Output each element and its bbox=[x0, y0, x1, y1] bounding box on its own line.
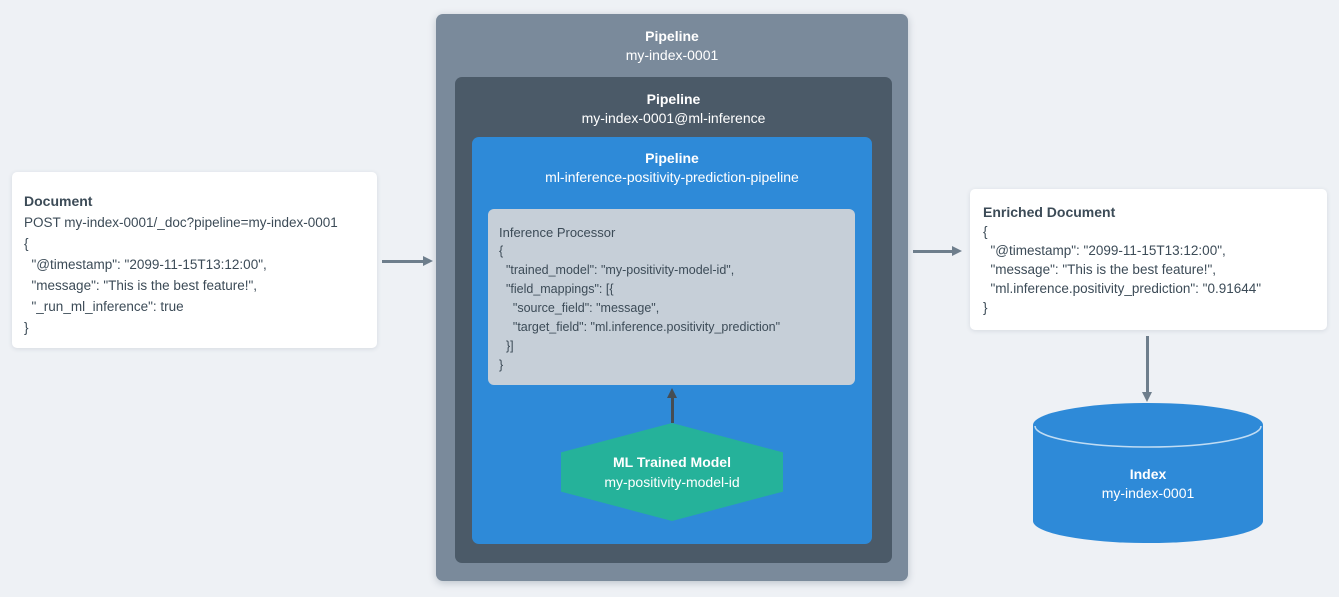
pipeline-inner-name: my-index-0001@ml-inference bbox=[581, 110, 766, 126]
pipeline-ml-title: Pipeline bbox=[645, 150, 699, 166]
index-name: my-index-0001 bbox=[1101, 485, 1195, 501]
pipeline-ml-name: ml-inference-positivity-prediction-pipel… bbox=[545, 169, 799, 185]
inference-processor-box: Inference Processor { "trained_model": "… bbox=[488, 209, 855, 385]
arrow-shaft bbox=[913, 249, 952, 253]
arrow-shaft bbox=[670, 398, 674, 423]
arrow-enriched-to-index-icon bbox=[1141, 336, 1153, 402]
pipeline-outer-box: Pipeline my-index-0001 Pipeline my-index… bbox=[436, 14, 908, 581]
ml-model-name: my-positivity-model-id bbox=[604, 474, 740, 490]
enriched-document-title: Enriched Document bbox=[983, 204, 1116, 220]
pipeline-inner-title: Pipeline bbox=[646, 91, 701, 107]
arrow-pipeline-to-enriched-icon bbox=[913, 245, 962, 257]
pipeline-outer-name: my-index-0001 bbox=[625, 47, 719, 63]
ml-model-title: ML Trained Model bbox=[613, 454, 731, 470]
document-card-code: POST my-index-0001/_doc?pipeline=my-inde… bbox=[24, 215, 338, 335]
arrow-head bbox=[423, 256, 433, 266]
cylinder-shape-icon bbox=[1033, 403, 1263, 543]
inference-processor-title: Inference Processor bbox=[499, 225, 616, 240]
enriched-document-code: { "@timestamp": "2099-11-15T13:12:00", "… bbox=[983, 224, 1262, 315]
arrow-shaft bbox=[382, 259, 423, 263]
pipeline-ml-inference-box: Pipeline ml-inference-positivity-predict… bbox=[472, 137, 872, 544]
enriched-document-card: Enriched Document { "@timestamp": "2099-… bbox=[970, 189, 1327, 330]
arrow-document-to-pipeline-icon bbox=[382, 255, 433, 267]
arrow-head bbox=[952, 246, 962, 256]
index-label: Index my-index-0001 bbox=[1033, 465, 1263, 503]
pipeline-outer-title: Pipeline bbox=[645, 28, 699, 44]
arrow-shaft bbox=[1145, 336, 1149, 392]
ml-trained-model-hexagon: ML Trained Model my-positivity-model-id bbox=[561, 423, 783, 521]
arrow-model-to-processor-icon bbox=[666, 388, 678, 423]
document-card: Document POST my-index-0001/_doc?pipelin… bbox=[12, 172, 377, 348]
index-title: Index bbox=[1129, 466, 1167, 482]
document-card-title: Document bbox=[24, 193, 93, 209]
index-cylinder: Index my-index-0001 bbox=[1033, 403, 1263, 543]
arrow-head bbox=[667, 388, 677, 398]
pipeline-inner-box: Pipeline my-index-0001@ml-inference Pipe… bbox=[455, 77, 892, 563]
inference-processor-code: { "trained_model": "my-positivity-model-… bbox=[499, 244, 781, 372]
arrow-head bbox=[1142, 392, 1152, 402]
